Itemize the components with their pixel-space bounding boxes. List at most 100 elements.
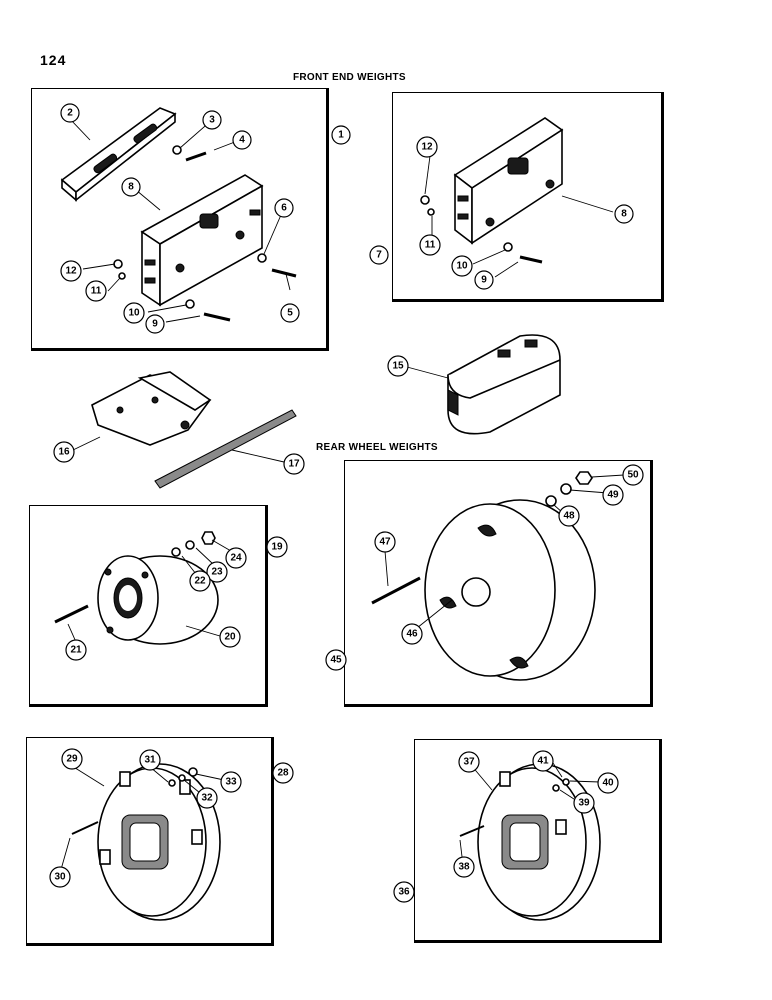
svg-text:12: 12 [65,266,77,277]
svg-text:21: 21 [70,645,82,656]
svg-text:37: 37 [463,757,475,768]
svg-text:36: 36 [398,887,410,898]
callout-19: 19 [266,536,288,558]
svg-text:28: 28 [277,768,289,779]
svg-text:40: 40 [602,778,614,789]
rear-wheel-weights-title: REAR WHEEL WEIGHTS [316,442,438,453]
weight-8-front-drawing [140,174,264,307]
callout-15: 15 [387,355,409,377]
callout-7: 7 [369,245,389,265]
panel-front-weights-group-1 [31,88,329,351]
strap-17-drawing [154,409,297,489]
svg-text:22: 22 [194,576,206,587]
callout-17: 17 [283,453,305,475]
panel-rear-weights-group-36 [414,739,662,943]
callout-47: 47 [374,531,396,553]
callout-20: 20 [219,626,241,648]
svg-text:10: 10 [456,261,468,272]
svg-text:38: 38 [458,862,470,873]
callout-12: 12 [60,260,82,282]
svg-text:1: 1 [338,130,344,141]
svg-text:3: 3 [209,115,215,126]
callout-5: 5 [280,303,300,323]
callout-3: 3 [202,110,222,130]
callout-9: 9 [145,314,165,334]
panel-rear-weights-group-28 [26,737,274,946]
svg-text:15: 15 [392,361,404,372]
svg-text:4: 4 [239,135,245,146]
bracket-16-drawing [91,371,212,446]
panel-rear-weights-group-45 [344,460,653,707]
page-number: 124 [40,52,67,68]
hardware-panel-36 [459,778,570,837]
svg-text:8: 8 [621,209,627,220]
hardware-panel-45 [371,471,593,605]
callout-11-panel-7: 11 [419,234,441,256]
svg-text:30: 30 [54,872,66,883]
svg-text:33: 33 [225,777,237,788]
svg-text:23: 23 [211,567,223,578]
callout-45: 45 [325,649,347,671]
svg-text:2: 2 [67,108,73,119]
callout-10: 10 [123,302,145,324]
callout-37: 37 [458,751,480,773]
weight-20-drawing [97,555,219,645]
svg-text:47: 47 [379,537,391,548]
callout-11: 11 [85,280,107,302]
svg-text:7: 7 [376,250,382,261]
callout-8: 8 [121,177,141,197]
svg-text:11: 11 [91,286,102,297]
svg-text:16: 16 [58,447,70,458]
svg-text:9: 9 [152,319,158,330]
weight-15-drawing [447,334,561,435]
callout-10-panel-7: 10 [451,255,473,277]
weight-37-drawing [477,763,601,921]
weight-29-drawing [97,763,221,921]
callout-32: 32 [196,787,218,809]
callout-29: 29 [61,748,83,770]
callout-23: 23 [206,561,228,583]
svg-text:24: 24 [230,553,242,564]
hardware-panel-28 [71,767,198,835]
panel-front-weights-group-7 [392,92,664,302]
front-end-weights-title: FRONT END WEIGHTS [293,72,406,83]
callout-46: 46 [401,623,423,645]
callout-6: 6 [274,198,294,218]
callout-8-panel-7: 8 [614,204,634,224]
svg-text:11: 11 [425,240,436,251]
callout-48: 48 [558,505,580,527]
callout-22: 22 [189,570,211,592]
svg-text:6: 6 [281,203,287,214]
svg-text:41: 41 [537,756,549,767]
callout-40: 40 [597,772,619,794]
svg-text:20: 20 [224,632,236,643]
bracket-2-drawing [60,107,177,202]
svg-text:46: 46 [406,629,418,640]
svg-text:48: 48 [563,511,575,522]
weight-8-rear-drawing [453,117,564,245]
callout-28: 28 [272,762,294,784]
callout-41: 41 [532,750,554,772]
callout-33: 33 [220,771,242,793]
callout-21: 21 [65,639,87,661]
callout-16: 16 [53,441,75,463]
callout-30: 30 [49,866,71,888]
callout-49: 49 [602,484,624,506]
callout-38: 38 [453,856,475,878]
hardware-panel-7 [420,195,543,264]
hardware-panel-19 [54,531,216,624]
svg-text:32: 32 [201,793,213,804]
weight-46-drawing [424,499,596,681]
svg-text:49: 49 [607,490,619,501]
panel-rear-weights-group-19 [29,505,268,707]
svg-text:31: 31 [144,755,156,766]
svg-text:12: 12 [421,142,433,153]
callout-36: 36 [393,881,415,903]
callout-24: 24 [225,547,247,569]
svg-text:29: 29 [66,754,78,765]
callout-1: 1 [331,125,351,145]
callout-39: 39 [573,792,595,814]
svg-text:19: 19 [271,542,283,553]
svg-text:17: 17 [288,459,300,470]
